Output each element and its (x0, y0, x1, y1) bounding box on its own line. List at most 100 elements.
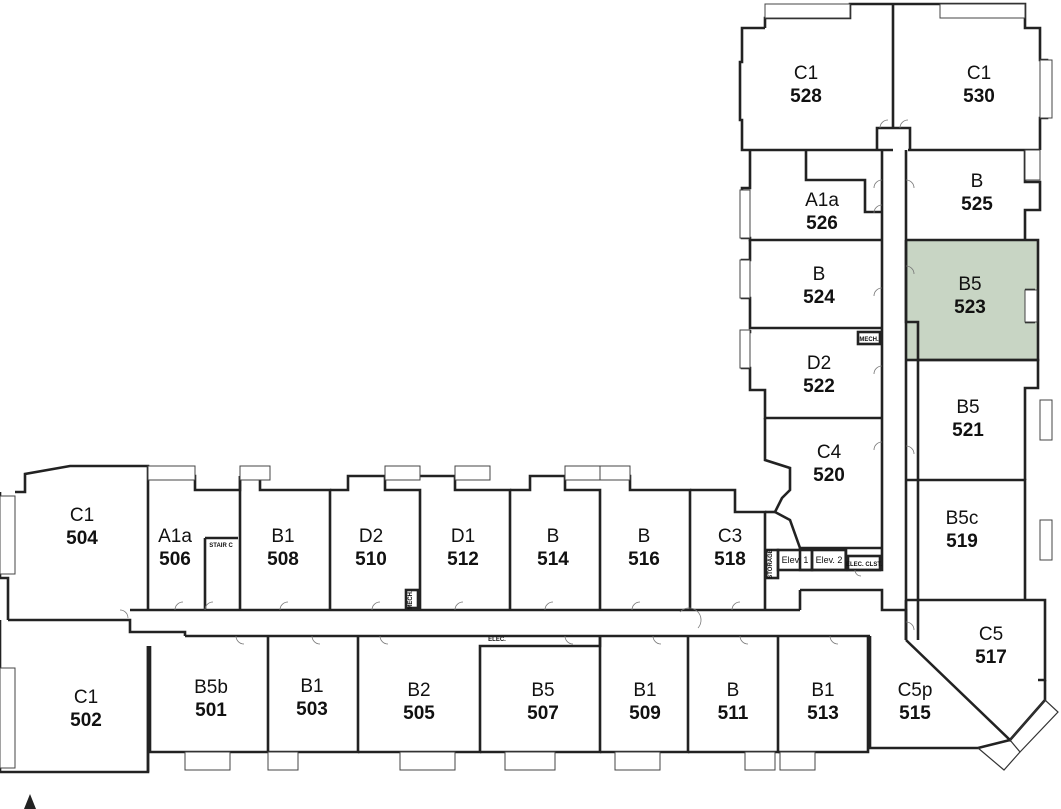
unit-503-number: 503 (296, 699, 328, 720)
unit-511-number: 511 (718, 703, 749, 724)
unit-522-type: D2 (807, 353, 831, 374)
unit-506-number: 506 (159, 549, 191, 570)
unit-519-number: 519 (946, 531, 978, 552)
unit-526[interactable]: A1a 526 (805, 190, 839, 234)
unit-512-number: 512 (447, 549, 479, 570)
unit-523[interactable]: B5 523 (954, 274, 986, 318)
unit-530-type: C1 (967, 63, 991, 84)
unit-505-number: 505 (403, 703, 435, 724)
unit-524[interactable]: B 524 (803, 264, 835, 308)
unit-521-number: 521 (952, 420, 984, 441)
south-wing-walls (0, 464, 908, 774)
corner-walls (868, 636, 1059, 771)
utility-labels: STAIR C MECH. MECH. Elev. 1 Elev. 2 ELEC… (209, 337, 882, 643)
unit-507-number: 507 (527, 703, 559, 724)
unit-525-type: B (971, 171, 984, 192)
unit-504[interactable]: C1 504 (66, 505, 98, 549)
unit-530-number: 530 (963, 86, 995, 107)
unit-522-number: 522 (803, 376, 835, 397)
unit-502-number: 502 (70, 710, 102, 731)
unit-510[interactable]: D2 510 (355, 526, 387, 570)
elec-label: ELEC. (488, 637, 506, 643)
unit-517-type: C5 (979, 624, 1003, 645)
unit-506-type: A1a (158, 526, 192, 547)
unit-515-number: 515 (899, 703, 931, 724)
mech-top-label: MECH. (859, 337, 879, 343)
unit-514-type: B (547, 526, 560, 547)
unit-515-type: C5p (898, 680, 933, 701)
unit-530[interactable]: C1 530 (963, 63, 995, 107)
unit-528-number: 528 (790, 86, 822, 107)
south-wing-windows (0, 465, 816, 771)
unit-502-type: C1 (74, 687, 98, 708)
unit-523-highlight (906, 240, 1038, 360)
unit-524-type: B (813, 264, 826, 285)
unit-505-type: B2 (407, 680, 430, 701)
unit-511-type: B (727, 680, 740, 701)
unit-518-type: C3 (718, 526, 742, 547)
unit-519-type: B5c (946, 508, 979, 529)
unit-511[interactable]: B 511 (718, 680, 749, 724)
unit-509-number: 509 (629, 703, 661, 724)
unit-506[interactable]: A1a 506 (158, 526, 192, 570)
unit-525[interactable]: B 525 (961, 171, 993, 215)
unit-504-number: 504 (66, 528, 98, 549)
unit-512[interactable]: D1 512 (447, 526, 479, 570)
unit-520[interactable]: C4 520 (813, 442, 845, 486)
unit-502[interactable]: C1 502 (70, 687, 102, 731)
unit-523-number: 523 (954, 297, 986, 318)
unit-513[interactable]: B1 513 (807, 680, 839, 724)
unit-518[interactable]: C3 518 (714, 526, 746, 570)
unit-520-type: C4 (817, 442, 842, 463)
unit-507[interactable]: B5 507 (527, 680, 559, 724)
unit-525-number: 525 (961, 194, 993, 215)
unit-528-type: C1 (794, 63, 818, 84)
unit-528[interactable]: C1 528 (790, 63, 822, 107)
unit-503[interactable]: B1 503 (296, 676, 328, 720)
unit-513-number: 513 (807, 703, 839, 724)
unit-518-number: 518 (714, 549, 746, 570)
unit-516[interactable]: B 516 (628, 526, 660, 570)
unit-520-number: 520 (813, 465, 845, 486)
unit-516-number: 516 (628, 549, 660, 570)
unit-503-type: B1 (300, 676, 323, 697)
unit-501-type: B5b (194, 677, 228, 698)
unit-523-type: B5 (958, 274, 981, 295)
unit-508[interactable]: B1 508 (267, 526, 299, 570)
unit-509-type: B1 (633, 680, 656, 701)
unit-505[interactable]: B2 505 (403, 680, 435, 724)
unit-524-number: 524 (803, 287, 835, 308)
unit-514[interactable]: B 514 (537, 526, 569, 570)
elec-closet-label: ELEC. CLST. (846, 562, 882, 568)
unit-517-number: 517 (975, 647, 1007, 668)
unit-515[interactable]: C5p 515 (898, 680, 933, 724)
unit-509[interactable]: B1 509 (629, 680, 661, 724)
unit-526-number: 526 (806, 213, 838, 234)
unit-516-type: B (638, 526, 651, 547)
east-wing-windows (739, 3, 1053, 561)
unit-510-type: D2 (359, 526, 383, 547)
unit-521[interactable]: B5 521 (952, 397, 984, 441)
door-swings (119, 119, 915, 645)
north-arrow-icon (24, 794, 36, 809)
unit-517[interactable]: C5 517 (975, 624, 1007, 668)
stair-label: STAIR C (209, 543, 233, 549)
unit-504-type: C1 (70, 505, 94, 526)
mech-bottom-label: MECH. (408, 590, 414, 610)
unit-526-type: A1a (805, 190, 839, 211)
unit-501-number: 501 (195, 700, 227, 721)
elevator-2-label: Elev. 2 (816, 555, 843, 565)
unit-522[interactable]: D2 522 (803, 353, 835, 397)
unit-521-type: B5 (956, 397, 979, 418)
unit-513-type: B1 (811, 680, 834, 701)
unit-507-type: B5 (531, 680, 554, 701)
unit-508-number: 508 (267, 549, 299, 570)
unit-514-number: 514 (537, 549, 569, 570)
elevator-1-label: Elev. 1 (782, 555, 809, 565)
unit-519[interactable]: B5c 519 (946, 508, 979, 552)
unit-508-type: B1 (271, 526, 294, 547)
storage-label: STORAGE (768, 549, 774, 579)
unit-501[interactable]: B5b 501 (194, 677, 228, 721)
unit-512-type: D1 (451, 526, 475, 547)
